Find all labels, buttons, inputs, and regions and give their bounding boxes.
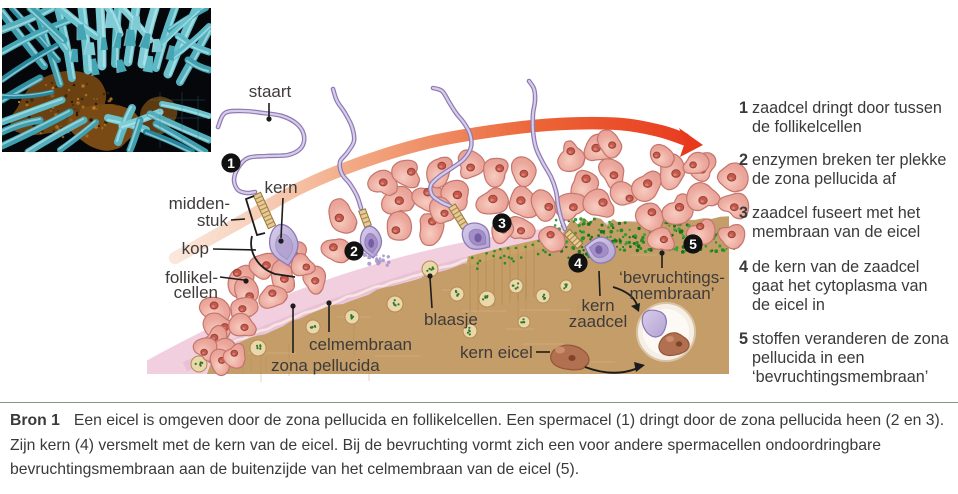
svg-text:3: 3 [498,215,506,231]
svg-text:1: 1 [227,155,235,171]
svg-text:blaasje: blaasje [424,310,478,329]
svg-text:‘bevruchtings-: ‘bevruchtings- [619,268,725,287]
svg-text:follikel-: follikel- [165,268,218,287]
svg-text:4: 4 [574,255,582,271]
svg-text:zona pellucida: zona pellucida [271,356,380,375]
svg-text:5: 5 [689,236,697,252]
svg-text:membraan’: membraan’ [629,284,714,303]
svg-text:celmembraan: celmembraan [309,335,412,354]
svg-text:kern: kern [264,178,297,197]
svg-text:kern: kern [581,296,614,315]
svg-text:2: 2 [350,243,358,259]
svg-text:staart: staart [249,82,292,101]
svg-text:zaadcel: zaadcel [569,312,628,331]
svg-text:midden-: midden- [169,194,230,213]
svg-text:cellen: cellen [174,283,218,302]
svg-text:kop: kop [182,239,209,258]
svg-text:kern eicel: kern eicel [460,343,533,362]
svg-text:stuk: stuk [197,211,229,230]
